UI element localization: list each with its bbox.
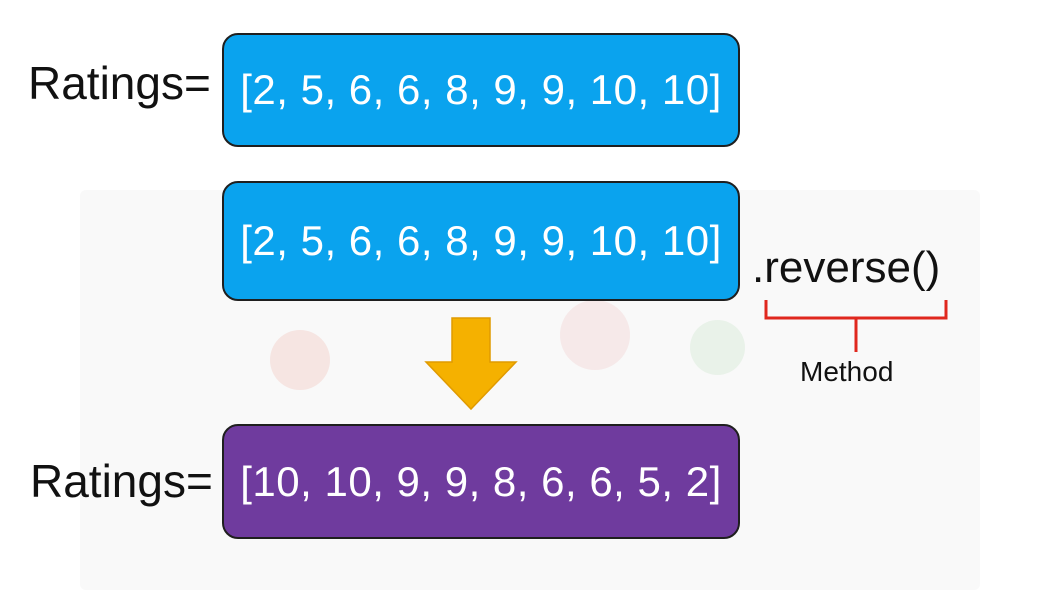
row3-variable-label: Ratings=	[30, 455, 213, 507]
row2-list-box: [2, 5, 6, 6, 8, 9, 9, 10, 10]	[222, 181, 740, 301]
method-call-text: .reverse()	[752, 243, 941, 292]
method-bracket-path	[764, 300, 948, 352]
row3-list-box: [10, 10, 9, 9, 8, 6, 6, 5, 2]	[222, 424, 740, 539]
method-bracket	[764, 300, 948, 352]
row1-list-box: [2, 5, 6, 6, 8, 9, 9, 10, 10]	[222, 33, 740, 147]
watermark-shape	[690, 320, 745, 375]
method-label: Method	[800, 356, 894, 387]
watermark-shape	[560, 300, 630, 370]
down-arrow-icon	[424, 317, 518, 411]
row1-variable-label: Ratings=	[28, 57, 211, 109]
watermark-shape	[270, 330, 330, 390]
